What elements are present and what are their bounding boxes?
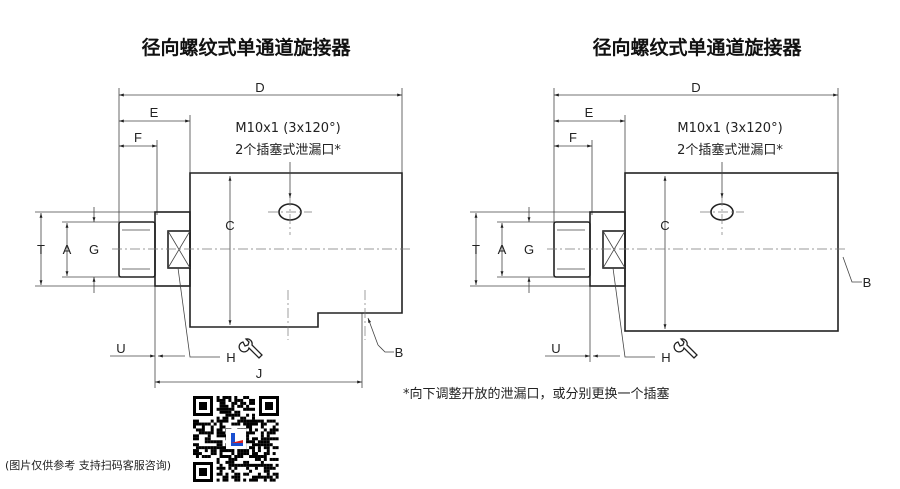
thread-connector: [553, 221, 591, 278]
label-f: F: [134, 130, 142, 145]
label-c: C: [660, 218, 669, 233]
hex-flat: [167, 230, 191, 269]
port-note: 2个插塞式泄漏口*: [677, 142, 783, 158]
label-b: B: [863, 275, 872, 290]
label-j: J: [256, 366, 263, 381]
label-f: F: [569, 130, 577, 145]
rotor-body: [624, 172, 839, 332]
drawing-right: 径向螺纹式单通道旋接器 D E F C T A G U H B M10x1 (3…: [470, 36, 871, 365]
drawing-left: 径向螺纹式单通道旋接器 D E F C T A G U H J B M10x1 …: [35, 36, 412, 388]
label-a: A: [63, 242, 72, 257]
label-t: T: [37, 242, 45, 257]
label-g: G: [524, 242, 534, 257]
label-d: D: [255, 80, 264, 95]
qr-code: [193, 396, 279, 482]
rotor-body: [189, 172, 403, 328]
label-u: U: [116, 341, 125, 356]
label-u: U: [551, 341, 560, 356]
label-h: H: [226, 350, 235, 365]
footnote: *向下调整开放的泄漏口，或分别更换一个插塞: [403, 386, 670, 402]
port-spec: M10x1 (3x120°): [677, 121, 782, 136]
port-note: 2个插塞式泄漏口*: [235, 142, 341, 158]
label-g: G: [89, 242, 99, 257]
label-d: D: [691, 80, 700, 95]
label-a: A: [498, 242, 507, 257]
label-e: E: [150, 105, 159, 120]
label-e: E: [585, 105, 594, 120]
hex-flat: [602, 230, 626, 269]
wrench-icon: [673, 338, 698, 359]
diagram-title: 径向螺纹式单通道旋接器: [141, 36, 351, 59]
caption: (图片仅供参考 支持扫码客服咨询): [5, 458, 171, 472]
diagram-title: 径向螺纹式单通道旋接器: [592, 36, 802, 59]
label-b: B: [395, 345, 404, 360]
label-h: H: [661, 350, 670, 365]
label-t: T: [472, 242, 480, 257]
thread-connector: [118, 221, 156, 278]
wrench-icon: [238, 338, 263, 359]
port-spec: M10x1 (3x120°): [235, 121, 340, 136]
label-c: C: [225, 218, 234, 233]
